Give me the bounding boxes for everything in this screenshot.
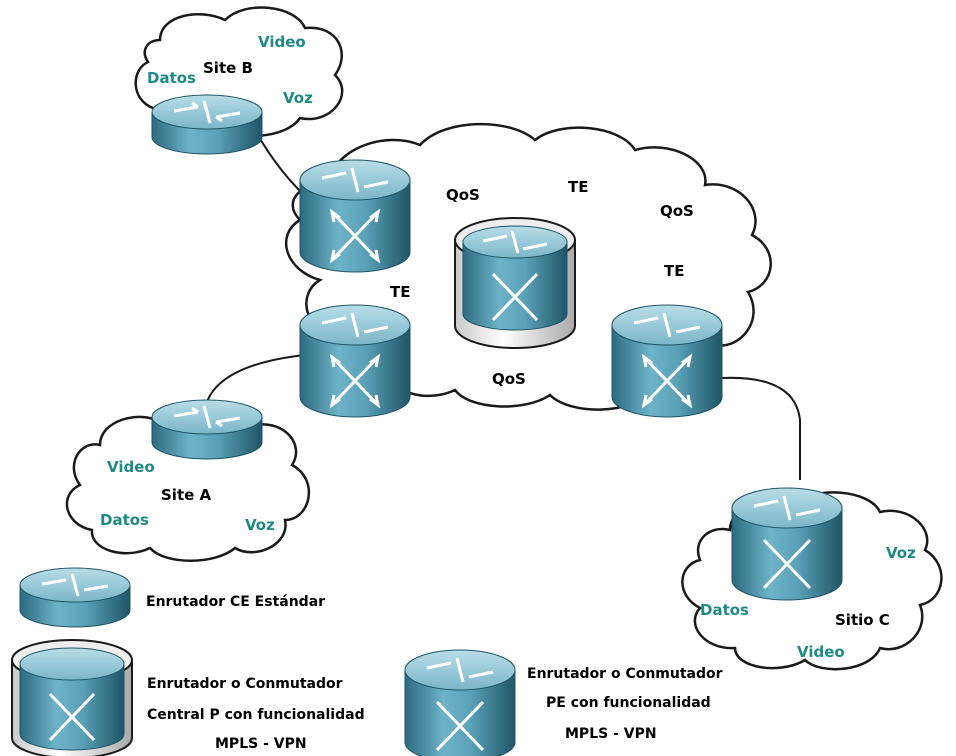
provider-qos-label-3: QoS [492,370,526,388]
legend-pe-router-line-1: Enrutador o Conmutador [527,666,723,682]
legend-p-router-icon [11,639,133,756]
site-b-video-label: Video [258,33,306,51]
pe-router-lower-left-icon[interactable] [299,304,411,418]
site-a-video-label: Video [107,458,155,476]
sitio-c-video-label: Video [797,643,845,661]
ce-router-site-a-icon[interactable] [151,399,263,460]
pe-router-right-icon[interactable] [611,304,723,418]
site-b-datos-label: Datos [147,69,196,87]
legend-pe-router-line-3: MPLS - VPN [565,726,657,742]
legend-ce-router-icon [19,567,131,628]
site-a-datos-label: Datos [100,511,149,529]
provider-te-label-3: TE [390,283,410,301]
legend-p-router-line-3: MPLS - VPN [215,736,307,752]
provider-te-label-1: TE [568,178,588,196]
sitio-c-datos-label: Datos [700,601,749,619]
site-b-name: Site B [203,59,253,77]
pe-router-upper-icon[interactable] [299,159,411,273]
link-sitea-pe [204,354,306,409]
provider-te-label-2: TE [664,262,684,280]
sitio-c-name: Sitio C [835,611,890,629]
router-sitio-c-icon[interactable] [731,487,843,601]
sitio-c-voz-label: Voz [886,544,916,562]
ce-router-site-b-icon[interactable] [151,94,263,155]
provider-qos-label-2: QoS [660,202,694,220]
legend-ce-router-label: Enrutador CE Estándar [146,594,325,610]
provider-qos-label-1: QoS [446,186,480,204]
p-core-router-icon[interactable] [454,217,576,349]
link-pe-sitioc [721,376,801,480]
site-b-voz-label: Voz [283,89,313,107]
legend-pe-router-icon [404,649,516,756]
legend-p-router-line-2: Central P con funcionalidad [147,707,365,723]
legend-p-router-line-1: Enrutador o Conmutador [147,676,343,692]
legend-pe-router-line-2: PE con funcionalidad [546,695,711,711]
site-a-voz-label: Voz [245,516,275,534]
site-a-name: Site A [161,486,212,504]
